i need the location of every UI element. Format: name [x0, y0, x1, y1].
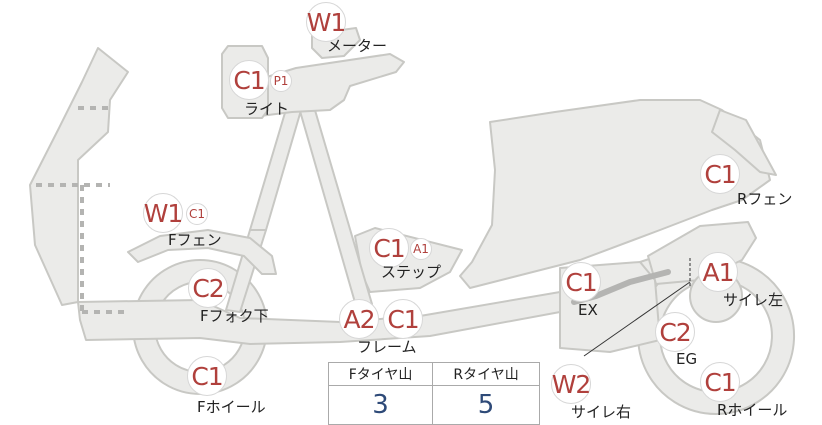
tire-tread-header-row: Fタイヤ山 Rタイヤ山: [327, 362, 540, 386]
part-label-muffler-left: サイレ左: [723, 291, 784, 309]
code-badge-step-2: A1: [410, 238, 432, 260]
tire-tread-table: Fタイヤ山 Rタイヤ山 3 5: [327, 362, 540, 425]
code-badge-f-fender-1: W1: [143, 193, 183, 233]
tire-tread-value-row: 3 5: [327, 385, 540, 425]
seat-body-shape: [459, 99, 771, 289]
code-badge-engine-1: C2: [655, 312, 695, 352]
front-tire-value: 3: [327, 385, 434, 425]
code-badge-r-fender-1: C1: [700, 154, 740, 194]
code-badge-f-wheel-1: C1: [187, 356, 227, 396]
part-label-exhaust: EX: [578, 301, 598, 319]
part-label-r-wheel: Rホイール: [717, 401, 788, 419]
rear-tire-header: Rタイヤ山: [432, 362, 540, 386]
front-tire-header: Fタイヤ山: [327, 362, 434, 386]
part-label-step: ステップ: [381, 263, 442, 281]
code-badge-frame-1: A2: [339, 299, 379, 339]
part-label-engine: EG: [676, 350, 698, 368]
front-shield-shape: [29, 47, 129, 306]
muffler-shape: [647, 221, 757, 285]
code-badge-step-1: C1: [369, 228, 409, 268]
down-tube-shape: [297, 99, 373, 307]
rear-fender-shape: [711, 109, 777, 176]
part-label-f-fender: Fフェン: [168, 231, 222, 249]
part-label-f-wheel: Fホイール: [197, 398, 266, 416]
code-badge-r-wheel-1: C1: [700, 362, 740, 402]
part-label-muffler-right: サイレ右: [571, 403, 632, 421]
leader-line-muffler-right: [583, 281, 691, 357]
code-badge-f-fork-lower-1: C2: [188, 268, 228, 308]
part-label-light: ライト: [244, 100, 290, 118]
code-badge-muffler-left-1: A1: [698, 252, 738, 292]
part-label-f-fork-lower: Fフォク下: [200, 307, 269, 325]
code-badge-f-fender-2: C1: [186, 203, 208, 225]
part-label-frame: フレーム: [357, 338, 417, 356]
code-badge-muffler-right-1: W2: [551, 364, 591, 404]
rear-tire-value: 5: [432, 385, 540, 425]
part-label-meter: メーター: [327, 37, 388, 55]
front-fender-shape: [127, 229, 277, 275]
code-badge-meter-1: W1: [306, 2, 346, 42]
part-label-r-fender: Rフェン: [737, 190, 793, 208]
code-badge-light-2: P1: [270, 70, 292, 92]
code-badge-frame-2: C1: [383, 299, 423, 339]
code-badge-exhaust-1: C1: [561, 262, 601, 302]
code-badge-light-1: C1: [229, 60, 269, 100]
